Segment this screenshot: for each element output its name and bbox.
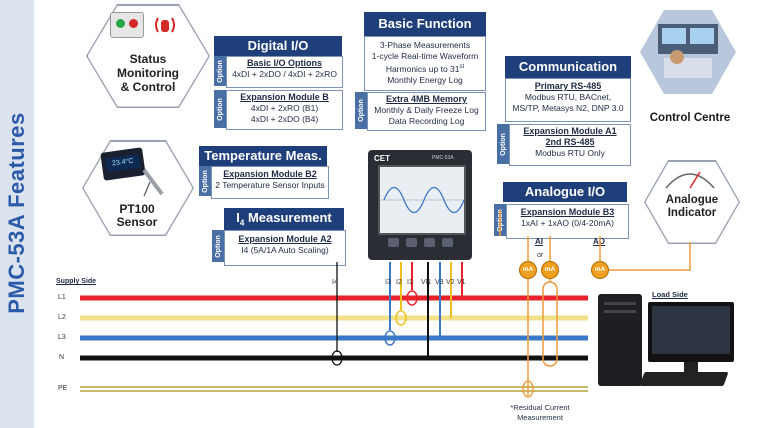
terminal-label: I4 [332,279,338,286]
i4-option-tag: Option [212,230,224,262]
terminal-label: V3 [435,279,444,286]
computer-tower-icon [598,294,642,386]
extra-memory-box: Extra 4MB Memory Monthly & Daily Freeze … [367,92,486,131]
monitor-stand [684,362,698,372]
digital-io-header: Digital I/O [214,36,342,56]
pt100-label: PT100 Sensor [116,202,158,229]
terminal-label: V2 [446,279,455,286]
basic-function-option-tag: Option [355,92,367,129]
residual-current-note: *Residual Current Measurement [510,403,570,422]
line-label-n: N [59,354,65,361]
analogue-indicator-label: Analogue Indicator [665,194,719,219]
pt100-probe-icon [140,168,168,198]
meter-button [442,238,453,247]
ma-meter-ai-2: mA [541,261,559,279]
basic-function-box: 3-Phase Measurements 1-cycle Real-time W… [364,36,486,91]
digital-io-exp-option-tag: Option [214,90,226,128]
analogue-io-box: Expansion Module B3 1xAI + 1xAO (0/4-20m… [506,204,629,239]
digital-io-exp-box: Expansion Module B 4xDI + 2xRO (B1) 4xDI… [226,90,343,130]
terminal-label: I3 [385,279,391,286]
line-label-l3: L3 [58,334,66,341]
load-side-label: Load Side [652,290,688,299]
line-label-pe: PE [58,385,68,392]
basic-function-header: Basic Function [364,12,486,36]
ma-meter-ao: mA [591,261,609,279]
status-label: Status Monitoring & Control [117,52,179,94]
alarm-icon [152,14,178,36]
temperature-box: Expansion Module B2 2 Temperature Sensor… [211,166,329,199]
status-device-icon [110,12,144,38]
supply-side-label: Supply Side [56,278,97,285]
terminal-label: I1 [407,279,413,286]
terminal-label: I2 [396,279,402,286]
gauge-icon [660,166,720,190]
temperature-option-tag: Option [199,166,211,196]
sidebar: PMC-53A Features [0,0,34,428]
digital-io-basic-box: Basic I/O Options 4xDI + 2xDO / 4xDI + 2… [226,56,343,88]
keyboard-icon [639,372,729,386]
ai-label: AI [535,237,543,246]
communication-header: Communication [505,56,631,78]
expansion-a1-box: Expansion Module A1 2nd RS-485 Modbus RT… [509,124,631,166]
meter-button [424,238,435,247]
terminal-label: VN [421,279,431,286]
i4-header: I4 Measurement [224,208,344,234]
ma-meter-ai-1: mA [519,261,537,279]
meter-button [388,238,399,247]
or-label: or [537,252,544,259]
control-centre-label: Control Centre [649,112,731,124]
communication-option-tag: Option [497,124,509,164]
temperature-header: Temperature Meas. [199,146,327,166]
line-label-l2: L2 [58,314,66,321]
meter-button [406,238,417,247]
analogue-indicator-hexagon [644,160,740,244]
line-label-l1: L1 [58,294,66,301]
control-centre-hexagon [640,10,736,94]
primary-rs485-box: Primary RS-485 Modbus RTU, BACnet, MS/TP… [505,78,631,122]
monitor-icon [648,302,734,362]
digital-io-option-tag: Option [214,56,226,86]
analogue-io-header: Analogue I/O [503,182,627,202]
i4-box: Expansion Module A2 I4 (5A/1A Auto Scali… [224,230,346,266]
ao-label: AO [593,237,605,246]
meter-device: CET PMC-53A [368,150,472,260]
terminal-label: V1 [457,279,466,286]
